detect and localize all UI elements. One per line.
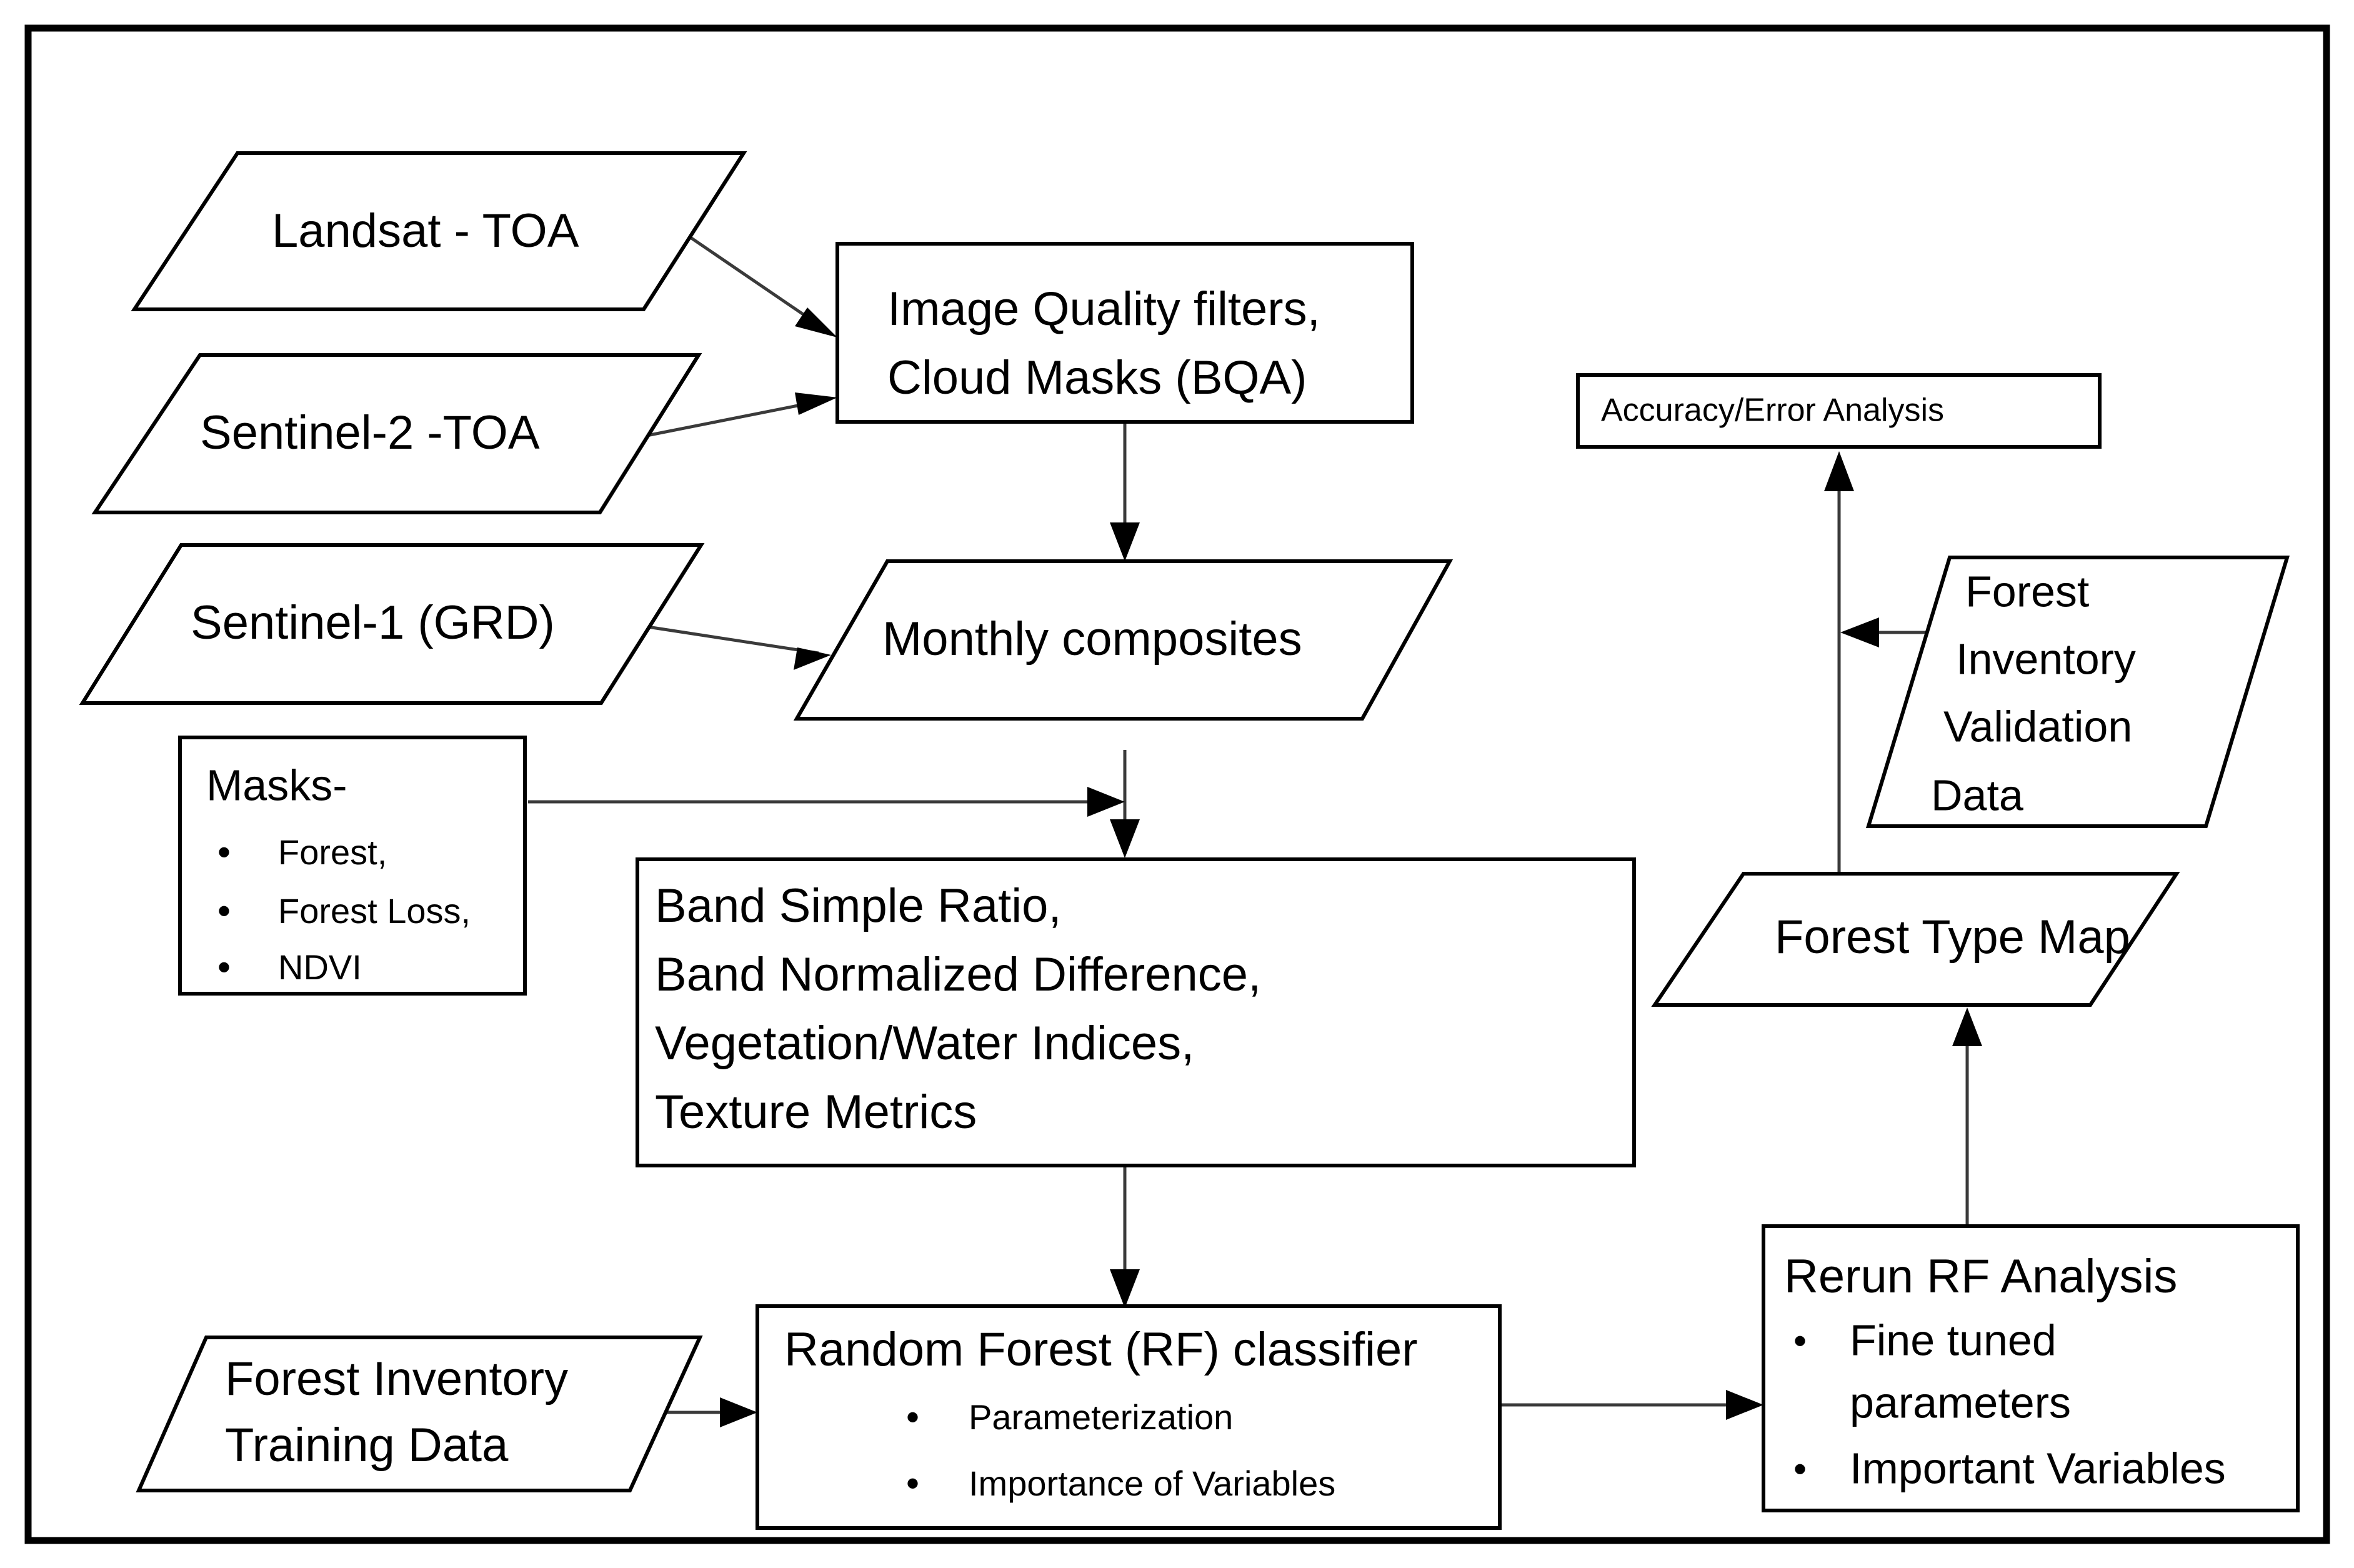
node-random-forest-classifier[interactable]: Random Forest (RF) classifier • Paramete… (756, 1304, 1502, 1530)
classifier-heading: Random Forest (RF) classifier (784, 1323, 1418, 1376)
bands-line-3: Texture Metrics (655, 1086, 977, 1139)
rerun-bullet-0: Fine tuned (1850, 1316, 2057, 1364)
rerun-bullet-dot-2: • (1793, 1448, 1807, 1490)
masks-bullet-1: Forest Loss, (278, 891, 471, 931)
edge-landsat-to-quality-arrowhead (795, 307, 837, 337)
composites-parallelogram (793, 559, 1454, 721)
validation-line-0: Forest (1965, 567, 2089, 616)
training-line-1: Forest Inventory (225, 1352, 568, 1406)
masks-bullet-dot-0: • (217, 831, 231, 873)
edge-quality-to-composites-arrowhead (1110, 522, 1140, 561)
training-line-2: Training Data (225, 1419, 509, 1472)
quality-rect (835, 242, 1414, 424)
edge-sentinel1-to-composites-arrowhead (794, 647, 831, 670)
edge-sentinel1-to-composites (643, 624, 819, 655)
edge-masks-to-bands-arrowhead (1087, 787, 1125, 817)
edge-sentinel2-to-quality (637, 398, 827, 439)
quality-line-1: Image Quality filters, (887, 282, 1320, 336)
landsat-parallelogram (131, 151, 747, 311)
validation-line-2: Validation (1943, 702, 2132, 751)
node-rerun-rf-analysis[interactable]: Rerun RF Analysis • Fine tuned parameter… (1762, 1224, 2300, 1512)
connector-layer (528, 236, 1982, 1427)
sentinel1-parallelogram (79, 543, 705, 705)
classifier-bullet-dot-1: • (906, 1462, 919, 1504)
node-forest-inventory-training-data[interactable]: Forest Inventory Training Data (136, 1336, 703, 1492)
accuracy-label: Accuracy/Error Analysis (1601, 392, 1944, 429)
edge-composites-to-bands-arrowhead (1110, 819, 1140, 858)
forest-type-map-parallelogram (1651, 872, 2180, 1007)
rerun-bullet-1: parameters (1850, 1378, 2071, 1427)
node-forest-type-map[interactable]: Forest Type Map (1651, 872, 2180, 1007)
composites-label: Monthly composites (882, 612, 1302, 666)
edge-classifier-to-rerun-arrowhead (1726, 1390, 1763, 1420)
quality-line-2: Cloud Masks (BQA) (887, 351, 1307, 404)
sentinel2-label: Sentinel-2 -TOA (200, 406, 540, 459)
accuracy-rect (1576, 373, 2102, 449)
masks-bullet-dot-2: • (217, 946, 231, 988)
masks-rect (178, 736, 527, 996)
validation-line-3: Data (1931, 771, 2023, 819)
node-landsat-toa[interactable]: Landsat - TOA (131, 151, 747, 311)
edge-validation-to-accuracy-arrowhead (1840, 617, 1879, 647)
sentinel2-parallelogram (91, 353, 702, 514)
validation-parallelogram (1865, 556, 2290, 828)
node-monthly-composites[interactable]: Monthly composites (793, 559, 1454, 721)
bands-line-1: Band Normalized Difference, (655, 948, 1261, 1001)
node-sentinel2-toa[interactable]: Sentinel-2 -TOA (91, 353, 702, 514)
node-accuracy-error-analysis[interactable]: Accuracy/Error Analysis (1576, 373, 2102, 449)
rerun-rect (1762, 1224, 2300, 1512)
sentinel1-label: Sentinel-1 (GRD) (191, 596, 555, 649)
bands-rect (636, 857, 1636, 1167)
node-band-metrics[interactable]: Band Simple Ratio, Band Normalized Diffe… (636, 857, 1636, 1167)
training-parallelogram (136, 1336, 703, 1492)
classifier-bullet-dot-0: • (906, 1396, 919, 1438)
bands-line-2: Vegetation/Water Indices, (655, 1017, 1194, 1070)
classifier-bullet-0: Parameterization (969, 1397, 1233, 1437)
validation-line-1: Inventory (1956, 634, 2136, 683)
node-image-quality-filters[interactable]: Image Quality filters, Cloud Masks (BQA) (835, 242, 1414, 424)
rerun-heading: Rerun RF Analysis (1784, 1250, 2177, 1303)
landsat-label: Landsat - TOA (272, 204, 579, 257)
diagram-frame (24, 24, 2330, 1544)
masks-heading: Masks- (206, 761, 347, 809)
edge-training-to-classifier-arrowhead (720, 1397, 757, 1427)
node-forest-inventory-validation-data[interactable]: Forest Inventory Validation Data (1865, 556, 2290, 828)
masks-bullet-dot-1: • (217, 890, 231, 932)
edge-sentinel2-to-quality-arrowhead (795, 392, 837, 415)
node-masks[interactable]: Masks- • Forest, • Forest Loss, • NDVI (178, 736, 527, 996)
classifier-rect (756, 1304, 1502, 1530)
edge-forest-type-map-to-accuracy-arrowhead (1824, 451, 1854, 491)
masks-bullet-0: Forest, (278, 832, 387, 872)
bands-line-0: Band Simple Ratio, (655, 879, 1062, 932)
edge-bands-to-classifier-arrowhead (1110, 1269, 1140, 1308)
rerun-bullet-2: Important Variables (1850, 1444, 2226, 1492)
classifier-bullet-1: Importance of Variables (969, 1464, 1335, 1503)
node-sentinel1-grd[interactable]: Sentinel-1 (GRD) (79, 543, 705, 705)
rerun-bullet-dot-0: • (1793, 1320, 1807, 1362)
edge-rerun-to-forest-type-map-arrowhead (1952, 1007, 1982, 1046)
forest-type-map-label: Forest Type Map (1775, 911, 2130, 964)
masks-bullet-2: NDVI (278, 947, 362, 987)
